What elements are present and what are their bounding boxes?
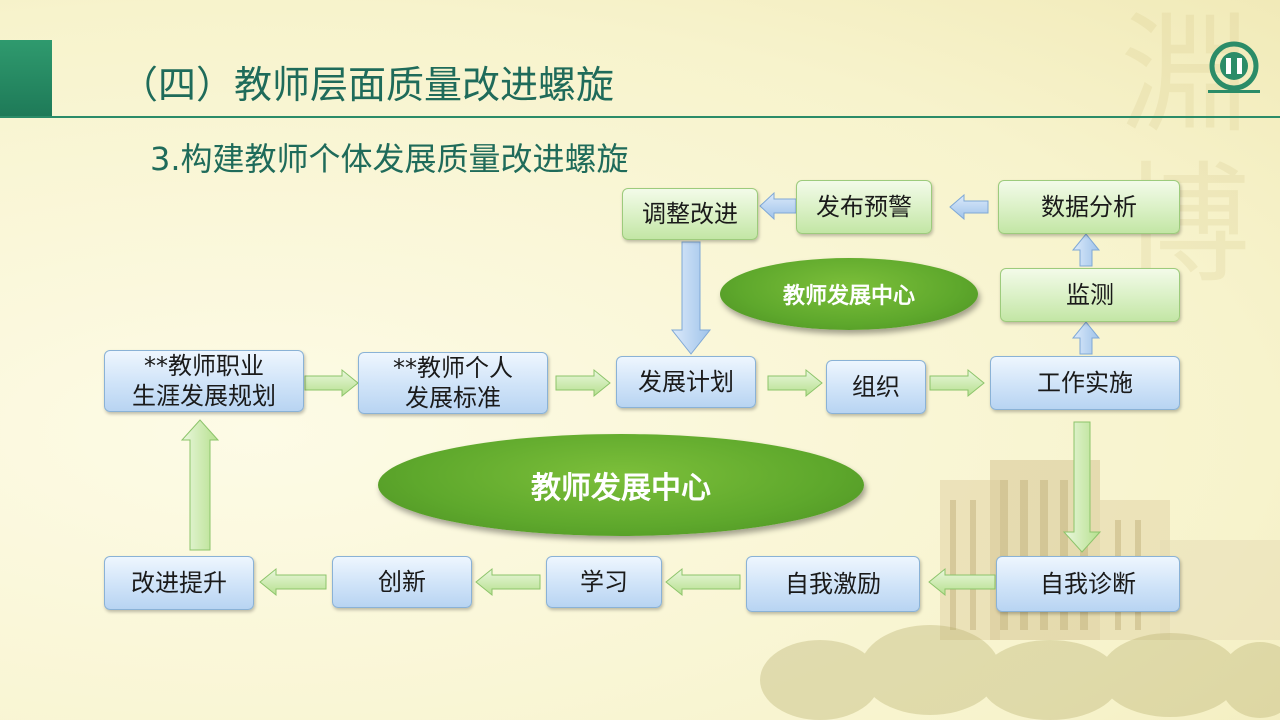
node-study-label: 学习 <box>580 568 628 596</box>
node-dev-plan-label: 发展计划 <box>638 368 734 396</box>
node-work-impl: 工作实施 <box>990 356 1180 410</box>
node-data-analysis-label: 数据分析 <box>1041 193 1137 221</box>
node-career-plan-label: **教师职业 生涯发展规划 <box>132 352 276 410</box>
node-dev-plan: 发展计划 <box>616 356 756 408</box>
node-organize-label: 组织 <box>852 373 900 401</box>
arrow-adjust-to-plan <box>670 241 712 355</box>
node-study: 学习 <box>546 556 662 608</box>
arrow-monitor-to-analysis <box>1071 233 1101 267</box>
node-adjust-improve-label: 调整改进 <box>642 200 738 228</box>
arrow-career-to-standard <box>304 368 359 398</box>
arrow-warning-to-adjust <box>759 191 797 221</box>
node-self-motivation-label: 自我激励 <box>785 570 881 598</box>
node-organize: 组织 <box>826 360 926 414</box>
node-improve-upgrade-label: 改进提升 <box>131 569 227 597</box>
node-adjust-improve: 调整改进 <box>622 188 758 240</box>
center-ellipse-large-label: 教师发展中心 <box>531 471 711 506</box>
node-work-impl-label: 工作实施 <box>1037 369 1133 397</box>
center-ellipse-small-label: 教师发展中心 <box>782 284 915 309</box>
node-publish-warning-label: 发布预警 <box>816 193 912 221</box>
node-innovation: 创新 <box>332 556 472 608</box>
center-ellipse-large: 教师发展中心 <box>378 434 864 536</box>
section-subtitle: 3.构建教师个体发展质量改进螺旋 <box>150 140 629 178</box>
node-innovation-label: 创新 <box>378 568 426 596</box>
arrow-work-to-monitor <box>1071 321 1101 355</box>
title-accent-tab <box>0 40 52 116</box>
node-monitor: 监测 <box>1000 268 1180 322</box>
node-personal-standard-label: **教师个人 发展标准 <box>393 354 513 412</box>
arrow-work-to-diagnosis <box>1062 421 1102 553</box>
background-trees-image <box>760 625 1280 720</box>
center-ellipse-small: 教师发展中心 <box>720 258 978 330</box>
node-improve-upgrade: 改进提升 <box>104 556 254 610</box>
page-title: （四）教师层面质量改进螺旋 <box>120 63 615 107</box>
arrow-organize-to-work <box>929 368 985 398</box>
arrow-standard-to-plan <box>555 368 611 398</box>
node-self-motivation: 自我激励 <box>746 556 920 612</box>
node-self-diagnosis-label: 自我诊断 <box>1040 570 1136 598</box>
node-publish-warning: 发布预警 <box>796 180 932 234</box>
arrow-analysis-to-warning <box>949 193 989 221</box>
node-career-plan: **教师职业 生涯发展规划 <box>104 350 304 412</box>
arrow-plan-to-organize <box>767 368 823 398</box>
arrow-motivation-to-study <box>665 567 741 597</box>
title-underline <box>0 116 1280 118</box>
node-monitor-label: 监测 <box>1066 281 1114 309</box>
university-logo <box>1208 41 1260 93</box>
node-data-analysis: 数据分析 <box>998 180 1180 234</box>
arrow-study-to-innovation <box>475 567 541 597</box>
arrow-innovation-to-improve <box>259 567 327 597</box>
arrow-diagnosis-to-motivation <box>928 567 996 597</box>
node-self-diagnosis: 自我诊断 <box>996 556 1180 612</box>
node-personal-standard: **教师个人 发展标准 <box>358 352 548 414</box>
arrow-improve-to-career <box>180 419 220 551</box>
